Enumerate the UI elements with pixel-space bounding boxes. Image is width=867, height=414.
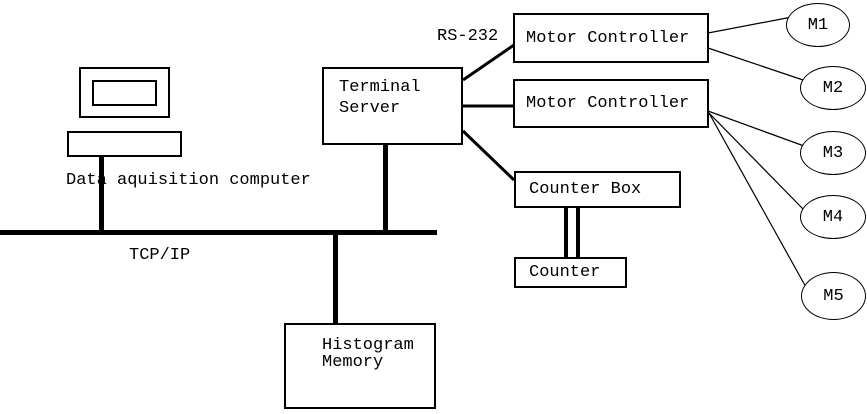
- data-acquisition-computer-label: Data aquisition computer: [66, 171, 311, 190]
- counter-box-node: Counter Box: [514, 171, 681, 208]
- motor-m1-node: M1: [786, 3, 850, 47]
- motor-m1-label: M1: [807, 15, 829, 35]
- motor-m4-label: M4: [822, 207, 844, 227]
- computer-screen-icon: [92, 80, 157, 106]
- counter-box-label: Counter Box: [529, 180, 642, 199]
- computer-to-bus-line: [99, 157, 104, 231]
- motor-m4-node: M4: [800, 195, 866, 239]
- counterbox-to-counter-line-1: [564, 207, 568, 257]
- terminal-to-motorcontroller1-line: [462, 43, 515, 82]
- motor-m3-label: M3: [822, 143, 844, 163]
- bus-to-histogram-line: [333, 234, 338, 323]
- computer-keyboard-icon: [67, 131, 182, 157]
- motorcontroller1-to-m2-line: [707, 47, 804, 81]
- terminal-server-node: Terminal Server: [322, 67, 463, 145]
- rs232-label: RS-232: [437, 27, 499, 46]
- tcp-ip-bus-line: [0, 230, 437, 235]
- motorcontroller2-to-m5-line: [708, 112, 808, 290]
- motor-m2-label: M2: [822, 78, 844, 98]
- tcp-ip-label: TCP/IP: [129, 246, 191, 265]
- counterbox-to-counter-line-2: [576, 207, 580, 257]
- motor-m5-label: M5: [823, 286, 844, 306]
- counter-label: Counter: [529, 263, 601, 282]
- terminal-to-counterbox-line: [461, 129, 516, 182]
- motor-m5-node: M5: [801, 272, 866, 320]
- motorcontroller2-to-m4-line: [707, 111, 805, 211]
- motor-controller-2-node: Motor Controller: [513, 79, 709, 128]
- histogram-memory-node: Histogram Memory: [284, 323, 436, 409]
- motorcontroller1-to-m1-line: [707, 16, 793, 34]
- counter-node: Counter: [514, 257, 627, 288]
- motorcontroller2-to-m3-line: [707, 110, 805, 147]
- terminalserver-to-bus-line: [383, 145, 388, 231]
- motor-m2-node: M2: [800, 66, 866, 110]
- motor-controller-2-label: Motor Controller: [526, 94, 690, 113]
- motor-m3-node: M3: [800, 131, 866, 175]
- motor-controller-1-node: Motor Controller: [513, 13, 709, 63]
- motor-controller-1-label: Motor Controller: [526, 28, 690, 48]
